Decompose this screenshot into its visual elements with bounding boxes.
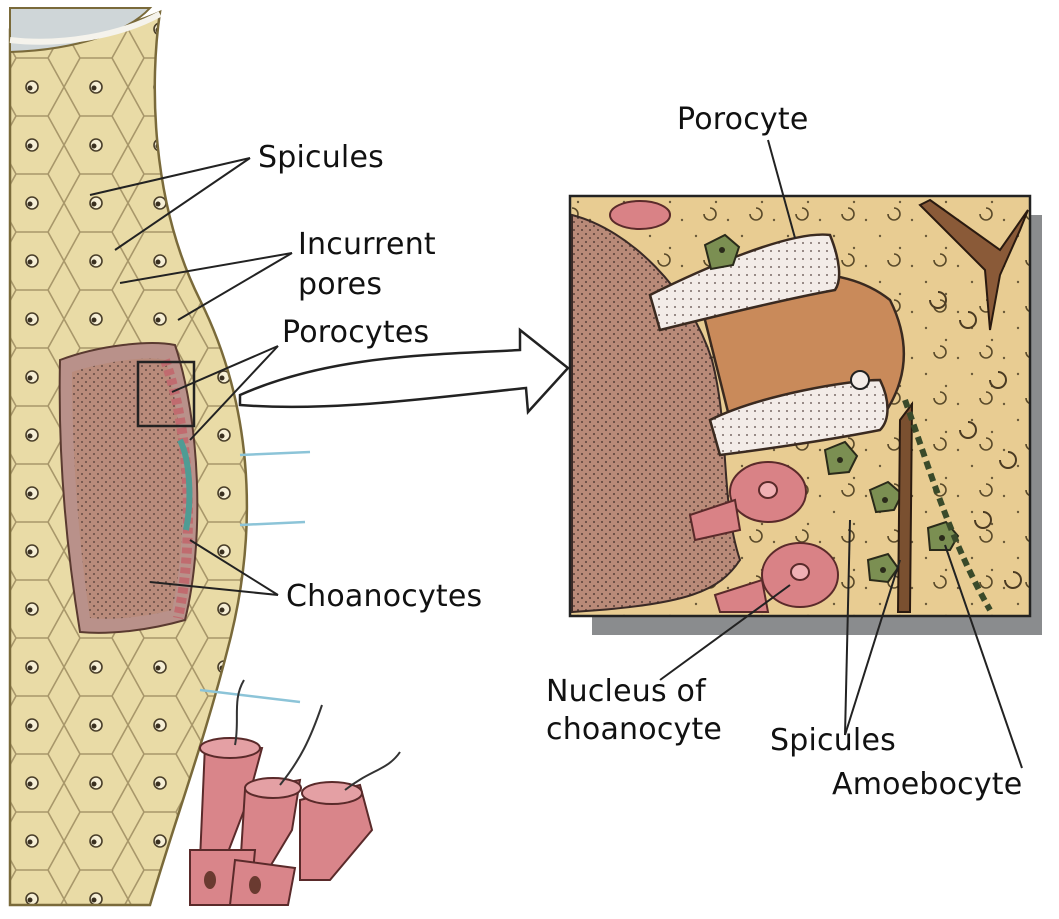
label-amoebocyte: Amoebocyte	[832, 768, 1022, 802]
label-spicules-right: Spicules	[770, 724, 896, 758]
label-incurrent-pores-line2: pores	[298, 268, 382, 302]
label-porocytes: Porocytes	[282, 316, 429, 350]
sponge-cutaway	[60, 343, 198, 633]
label-nucleus-line2: choanocyte	[546, 713, 722, 747]
label-nucleus-line1: Nucleus of	[546, 675, 706, 709]
inset-magnified-view	[570, 196, 1042, 635]
label-choanocytes: Choanocytes	[286, 580, 482, 614]
choanocyte-cells-detail	[190, 680, 400, 905]
label-incurrent-pores-line1: Incurrent	[298, 228, 436, 262]
label-porocyte: Porocyte	[677, 103, 808, 137]
label-spicules-left: Spicules	[258, 141, 384, 175]
